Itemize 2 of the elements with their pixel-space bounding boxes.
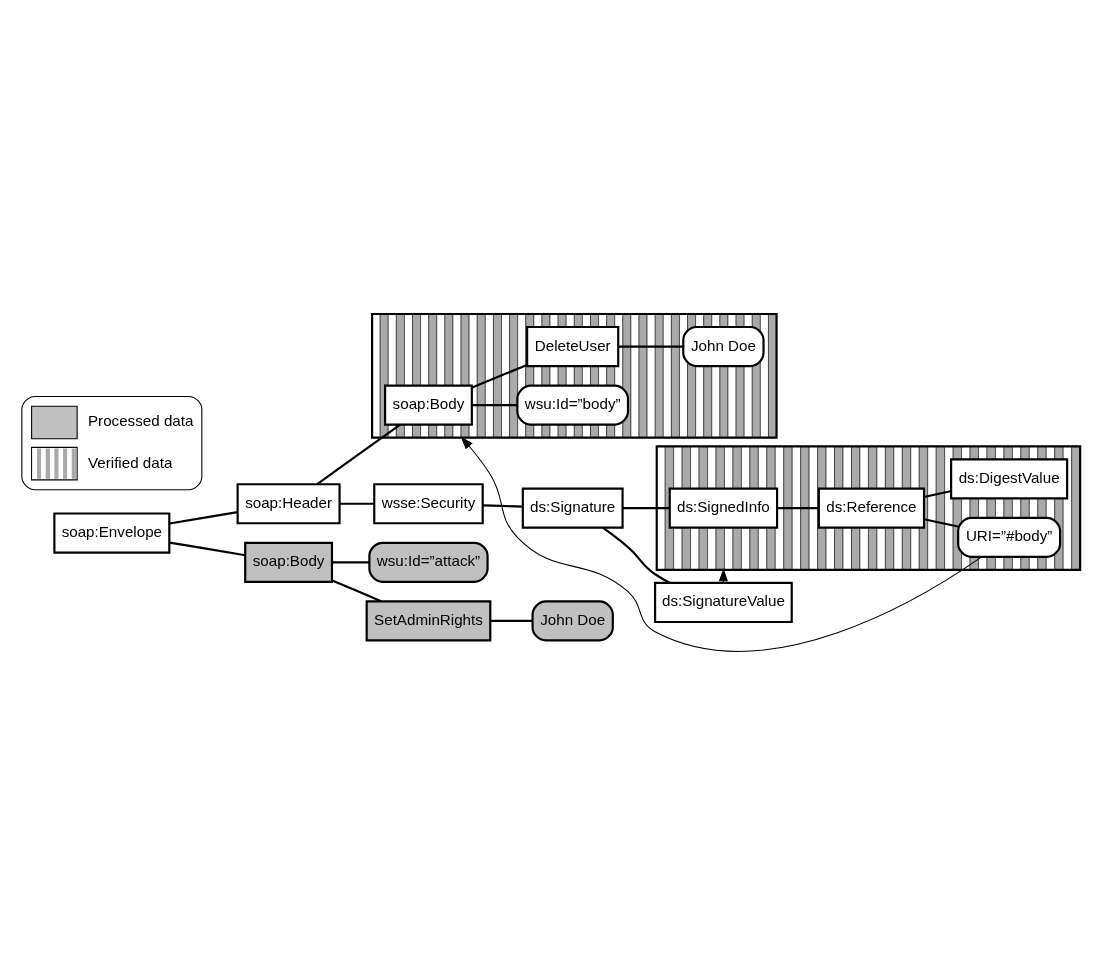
legend-label: Processed data (87, 411, 194, 429)
legend-label: Verified data (87, 453, 173, 471)
